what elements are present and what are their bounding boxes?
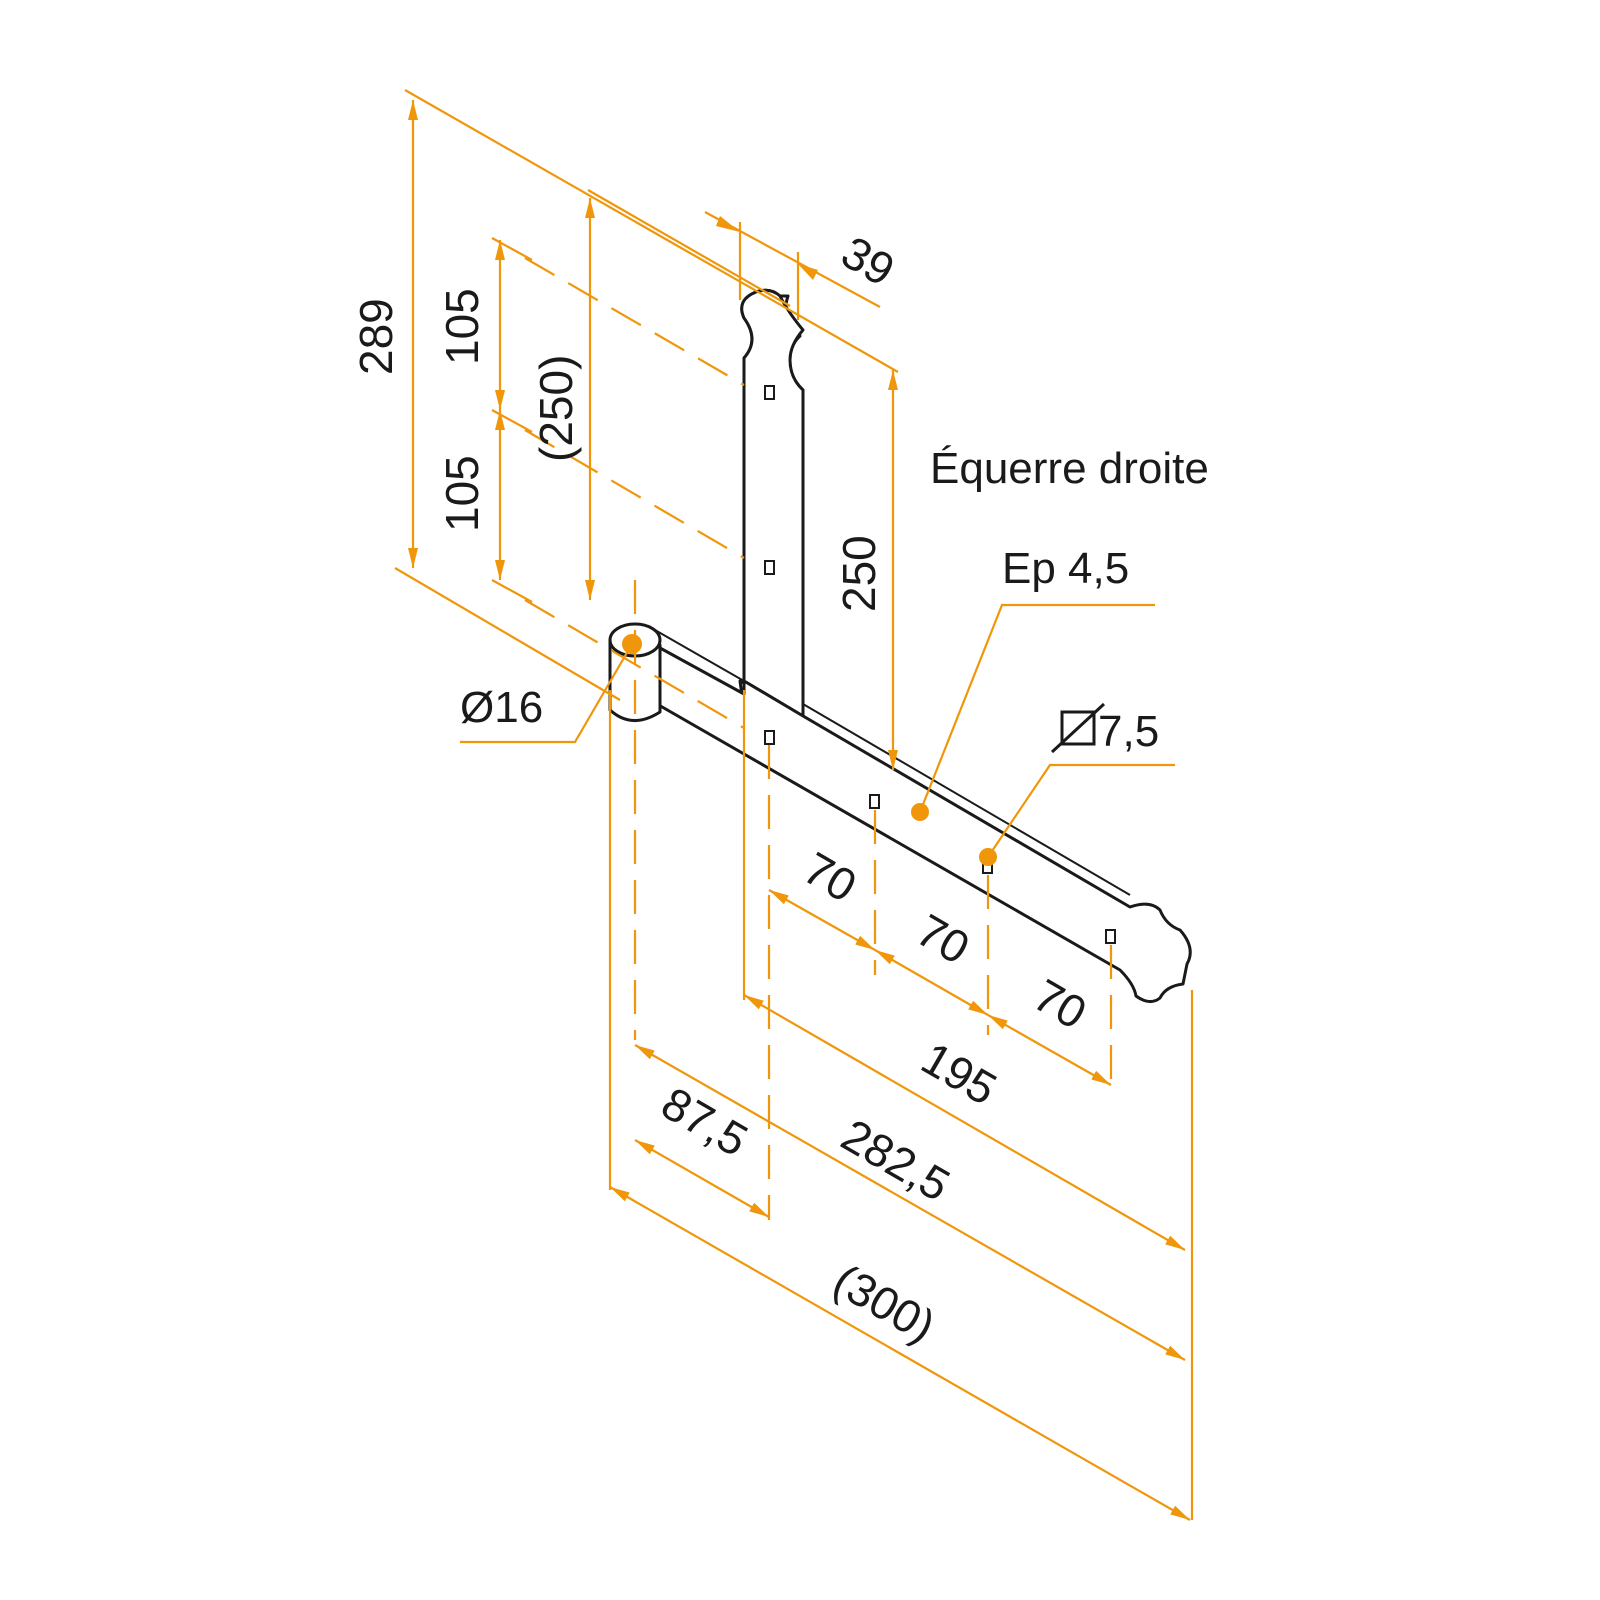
dim-39-arrow-right xyxy=(798,264,818,280)
label-105-upper: 105 xyxy=(436,288,488,365)
dim-289-ext-bottom xyxy=(394,567,621,701)
leader-thickness xyxy=(918,603,1155,813)
hole-4 xyxy=(869,794,880,809)
vertical-arm-face xyxy=(740,288,805,718)
leader-pin xyxy=(460,643,633,744)
dim-87 xyxy=(634,1139,770,1218)
title-label: Équerre droite xyxy=(930,444,1209,493)
dim-289-ext-top xyxy=(404,89,899,373)
label-289: 289 xyxy=(350,298,402,375)
dim-105-ext-top xyxy=(491,237,533,261)
strap-top-edge xyxy=(654,629,1131,896)
label-87: 87,5 xyxy=(653,1077,757,1167)
dim-105-ext-top-dash xyxy=(524,257,745,386)
dim-105-ext-mid xyxy=(491,409,533,433)
dim-39-arrow-left xyxy=(716,216,740,232)
hole-diameter-value: 7,5 xyxy=(1098,707,1159,756)
label-300: (300) xyxy=(825,1254,944,1353)
label-70-1: 70 xyxy=(795,842,865,913)
dim-250ref-ext-top xyxy=(587,189,791,307)
label-195: 195 xyxy=(913,1032,1005,1115)
label-250: 250 xyxy=(833,535,885,612)
pin-diameter-label: Ø16 xyxy=(460,683,543,732)
dim-195 xyxy=(743,994,1186,1251)
hole-diameter-label: 7,5 xyxy=(1050,702,1159,756)
hole-2 xyxy=(764,560,775,575)
leader-hole xyxy=(987,763,1175,858)
strap-part xyxy=(608,288,1192,1003)
label-105-lower: 105 xyxy=(436,455,488,532)
hole-3 xyxy=(764,730,775,745)
dim-105-ext-bot xyxy=(491,579,533,603)
square-symbol-icon xyxy=(1060,710,1096,746)
dimension-lines xyxy=(394,89,1194,1521)
label-70-2: 70 xyxy=(908,904,978,975)
label-250-ref: (250) xyxy=(530,355,582,462)
label-282: 282,5 xyxy=(833,1109,959,1212)
dim-70-1 xyxy=(768,889,876,951)
label-70-3: 70 xyxy=(1025,969,1095,1040)
diameter-slash-icon xyxy=(1050,702,1106,754)
thickness-label: Ep 4,5 xyxy=(1002,544,1129,593)
label-39: 39 xyxy=(833,226,903,297)
dim-300 xyxy=(609,1186,1191,1521)
hole-6 xyxy=(1105,929,1116,944)
dim-105-ext-mid-dash xyxy=(524,429,745,559)
hole-1 xyxy=(764,385,775,400)
